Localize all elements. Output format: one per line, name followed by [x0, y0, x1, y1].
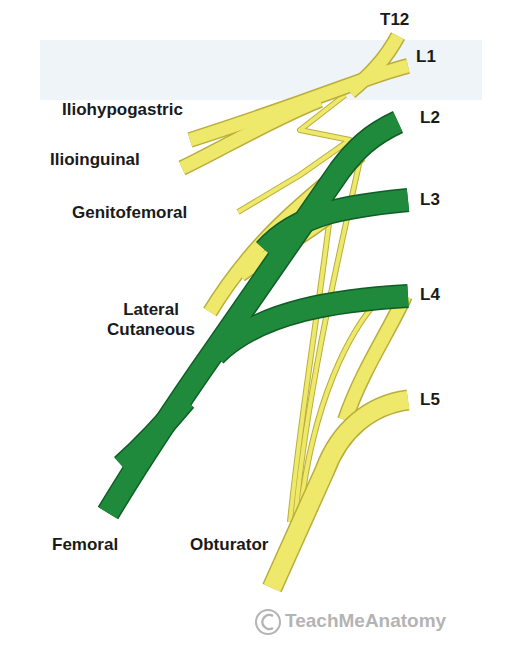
root-label: L5: [420, 390, 440, 410]
nerve-label: Ilioinguinal: [50, 150, 140, 170]
root-label: L3: [420, 190, 440, 210]
nerve-label: Femoral: [52, 535, 118, 555]
watermark-logo: [256, 610, 280, 634]
nerve-label: Iliohypogastric: [62, 100, 183, 120]
yellow-nerves: [182, 36, 408, 588]
root-label: T12: [380, 10, 409, 30]
root-label: L4: [420, 285, 440, 305]
top-band: [40, 40, 482, 100]
root-label: L2: [420, 108, 440, 128]
nerve-label: Lateral Cutaneous: [96, 300, 206, 340]
watermark: TeachMeAnatomy: [285, 611, 446, 631]
root-label: L1: [416, 47, 436, 67]
nerve-label: Genitofemoral: [72, 203, 187, 223]
nerve-label: Obturator: [190, 535, 268, 555]
